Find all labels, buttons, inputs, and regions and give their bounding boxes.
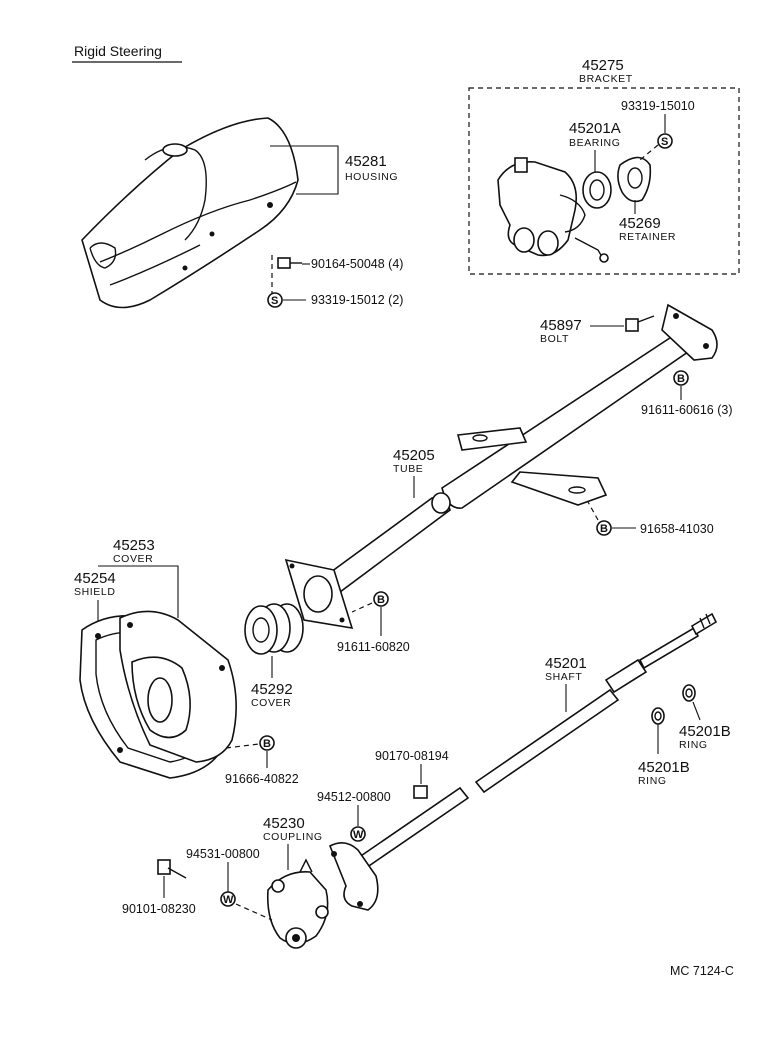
ring-upper-name: RING <box>679 739 708 751</box>
tube-top-b-number: 91611-60616 (3) <box>641 403 733 417</box>
shield-b-number: 91666-40822 <box>225 772 299 786</box>
retainer-name: RETAINER <box>619 231 676 243</box>
boot-cover-name: COVER <box>251 697 291 709</box>
tube-bottom-b-symbol: B <box>373 591 389 607</box>
bracket-s-number: 93319-15010 <box>621 99 695 113</box>
footer-code: MC 7124-C <box>670 964 734 978</box>
svg-text:B: B <box>263 738 271 750</box>
shaft-nut-drawing <box>413 785 428 799</box>
shaft-name: SHAFT <box>545 671 582 683</box>
ring-upper-drawing <box>682 684 696 702</box>
ring-upper-number: 45201B <box>679 723 731 740</box>
svg-text:W: W <box>223 894 234 906</box>
retainer-drawing <box>617 156 652 203</box>
coupling-drawing <box>266 858 329 949</box>
shield-name: SHIELD <box>74 586 116 598</box>
tube-mid-b-symbol: B <box>596 520 612 536</box>
svg-text:S: S <box>271 295 278 307</box>
coupling-w-symbol: W <box>220 891 236 907</box>
housing-screw-drawing <box>277 257 302 269</box>
bearing-name: BEARING <box>569 137 620 149</box>
bracket-s-symbol: S <box>657 133 673 149</box>
bracket-dashed-box <box>468 87 740 275</box>
ring-lower-name: RING <box>638 775 667 787</box>
housing-name: HOUSING <box>345 171 398 183</box>
cover-bracket-line <box>98 565 179 618</box>
boot-cover-drawing <box>244 603 304 655</box>
housing-s-number: 93319-15012 (2) <box>311 293 403 307</box>
svg-text:B: B <box>600 523 608 535</box>
boot-cover-number: 45292 <box>251 681 293 698</box>
bracket-number: 45275 <box>582 57 624 74</box>
bolt-number: 45897 <box>540 317 582 334</box>
tube-name: TUBE <box>393 463 423 475</box>
shaft-nut-number: 90170-08194 <box>375 749 449 763</box>
bolt-name: BOLT <box>540 333 569 345</box>
tube-mid-b-number: 91658-41030 <box>640 522 714 536</box>
shield-b-symbol: B <box>259 735 275 751</box>
housing-screw-number: 90164-50048 (4) <box>311 257 403 271</box>
ring-lower-number: 45201B <box>638 759 690 776</box>
cover-top-number: 45253 <box>113 537 155 554</box>
bearing-number: 45201A <box>569 120 621 137</box>
coupling-bolt-number: 90101-08230 <box>122 902 196 916</box>
retainer-number: 45269 <box>619 215 661 232</box>
bolt-drawing <box>625 315 655 332</box>
bracket-drawing <box>497 157 609 263</box>
housing-bracket-line <box>270 145 339 195</box>
shaft-washer-number: 94512-00800 <box>317 790 391 804</box>
ring-lower-drawing <box>651 707 665 725</box>
shaft-number: 45201 <box>545 655 587 672</box>
svg-text:S: S <box>661 136 668 148</box>
svg-text:W: W <box>353 829 364 841</box>
cover-drawing <box>119 610 237 763</box>
svg-text:B: B <box>377 594 385 606</box>
shaft-drawing <box>328 612 718 911</box>
tube-bottom-b-number: 91611-60820 <box>337 640 410 654</box>
shaft-w-symbol: W <box>350 826 366 842</box>
coupling-name: COUPLING <box>263 831 323 843</box>
tube-drawing <box>284 303 718 630</box>
tube-top-b-symbol: B <box>673 370 689 386</box>
svg-text:B: B <box>677 373 685 385</box>
shield-number: 45254 <box>74 570 116 587</box>
bearing-drawing <box>582 171 612 209</box>
housing-drawing <box>81 117 299 309</box>
coupling-washer-number: 94531-00800 <box>186 847 260 861</box>
housing-number: 45281 <box>345 153 387 170</box>
coupling-bolt-drawing <box>157 859 187 879</box>
diagram-title: Rigid Steering <box>74 43 162 59</box>
housing-s-symbol: S <box>267 292 283 308</box>
tube-number: 45205 <box>393 447 435 464</box>
coupling-number: 45230 <box>263 815 305 832</box>
bracket-name: BRACKET <box>579 73 633 85</box>
cover-top-name: COVER <box>113 553 153 565</box>
